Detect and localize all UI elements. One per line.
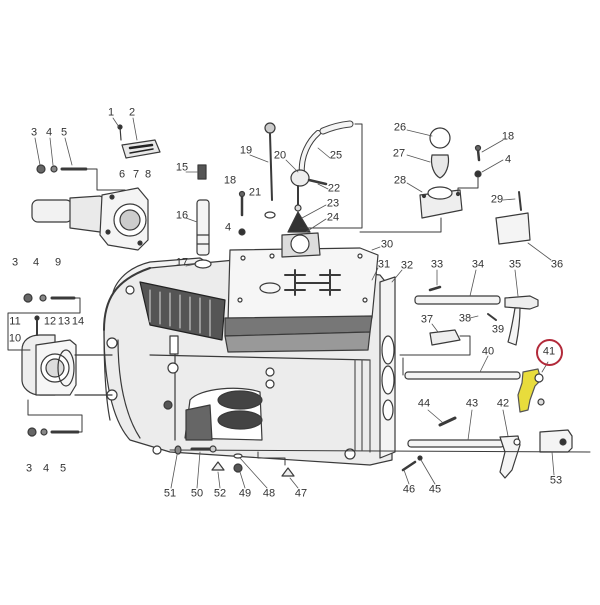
part-label-23: 23 <box>326 197 340 210</box>
part-label-35: 35 <box>508 258 522 271</box>
input-bearing-retainer <box>31 187 149 251</box>
bolt-washer-center <box>238 190 276 236</box>
part-label-14: 14 <box>71 315 85 328</box>
part-label-43: 43 <box>465 397 479 410</box>
bolt-11 <box>34 315 40 336</box>
part-label-33: 33 <box>430 258 444 271</box>
highlight-ring-41 <box>536 339 563 366</box>
rear-extension-housing <box>21 334 113 396</box>
part-label-28: 28 <box>393 174 407 187</box>
part-label-4: 4 <box>224 221 232 234</box>
part-label-4: 4 <box>45 126 53 139</box>
part-label-9: 9 <box>54 256 62 269</box>
part-label-18: 18 <box>501 130 515 143</box>
shift-lever <box>287 120 363 233</box>
part-label-19: 19 <box>239 144 253 157</box>
shift-rail-lower <box>401 416 573 479</box>
part-label-42: 42 <box>496 397 510 410</box>
shift-rail-40 <box>402 357 521 380</box>
part-label-7: 7 <box>132 168 140 181</box>
inspection-cover <box>117 124 161 159</box>
part-label-46: 46 <box>402 483 416 496</box>
part-label-6: 6 <box>118 168 126 181</box>
part-label-26: 26 <box>393 121 407 134</box>
part-label-40: 40 <box>481 345 495 358</box>
part-label-51: 51 <box>163 487 177 500</box>
part-label-39: 39 <box>491 323 505 336</box>
part-label-45: 45 <box>428 483 442 496</box>
part-label-25: 25 <box>329 149 343 162</box>
shift-fork-41-highlighted <box>517 368 545 413</box>
leader-lines <box>34 117 555 489</box>
part-label-49: 49 <box>238 487 252 500</box>
part-label-2: 2 <box>128 106 136 119</box>
part-label-37: 37 <box>420 313 434 326</box>
part-label-29: 29 <box>490 193 504 206</box>
part-label-24: 24 <box>326 211 340 224</box>
part-label-11: 11 <box>9 315 21 328</box>
part-label-12: 12 <box>43 315 57 328</box>
part-label-30: 30 <box>380 238 394 251</box>
part-label-5: 5 <box>60 126 68 139</box>
part-label-5: 5 <box>59 462 67 475</box>
part-label-50: 50 <box>190 487 204 500</box>
part-label-38: 38 <box>458 312 472 325</box>
part-label-3: 3 <box>11 256 19 269</box>
part-label-34: 34 <box>471 258 485 271</box>
part-label-16: 16 <box>175 209 189 222</box>
part-label-20: 20 <box>273 149 287 162</box>
part-label-44: 44 <box>417 397 431 410</box>
part-label-21: 21 <box>248 186 262 199</box>
part-label-53: 53 <box>549 474 563 487</box>
part-label-52: 52 <box>213 487 227 500</box>
part-label-13: 13 <box>57 315 71 328</box>
part-label-41: 41 <box>542 345 556 358</box>
stud-nut-set-mid <box>7 293 81 351</box>
part-label-22: 22 <box>327 182 341 195</box>
side-cover-plate <box>457 144 531 245</box>
part-label-15: 15 <box>175 161 189 174</box>
part-label-31: 31 <box>377 258 391 271</box>
part-label-4: 4 <box>42 462 50 475</box>
breather-tube <box>194 164 212 269</box>
part-label-4: 4 <box>504 153 512 166</box>
shift-knob-assembly <box>359 127 463 233</box>
part-label-3: 3 <box>25 462 33 475</box>
part-label-8: 8 <box>144 168 152 181</box>
part-label-18: 18 <box>223 174 237 187</box>
part-label-1: 1 <box>107 106 115 119</box>
part-label-47: 47 <box>294 487 308 500</box>
part-label-36: 36 <box>550 258 564 271</box>
shift-rail-upper <box>399 285 539 356</box>
drain-plugs-bolts <box>169 445 591 477</box>
part-label-4: 4 <box>32 256 40 269</box>
dipstick <box>264 122 276 201</box>
stud-nut-set-top <box>36 164 126 191</box>
top-cover-plates <box>224 232 379 353</box>
part-label-3: 3 <box>30 126 38 139</box>
part-label-27: 27 <box>392 147 406 160</box>
part-label-17: 17 <box>175 256 189 269</box>
part-label-48: 48 <box>262 487 276 500</box>
part-label-10: 10 <box>8 332 22 345</box>
part-label-32: 32 <box>400 259 414 272</box>
rear-plate <box>379 276 396 459</box>
stud-nut-set-bottom <box>27 399 83 437</box>
